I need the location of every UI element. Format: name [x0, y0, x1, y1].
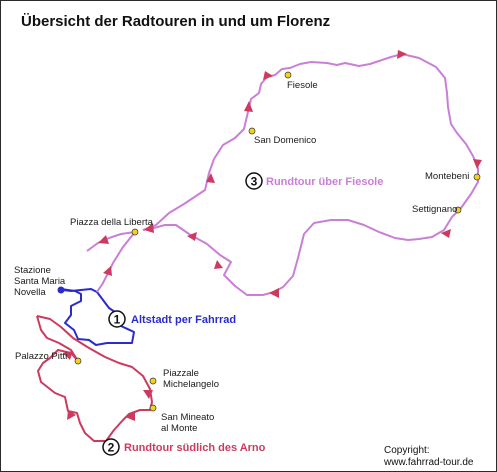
route-1-label: Altstadt per Fahrrad [131, 314, 236, 326]
san-domenico-marker [248, 127, 256, 135]
route-2-badge [102, 438, 120, 456]
arrow-fiesole-8 [214, 260, 223, 269]
route-3-badge [245, 172, 263, 190]
piazza-liberta-marker [131, 228, 139, 236]
arrow-arno-1 [143, 390, 153, 399]
route-1-number: 1 [114, 313, 121, 327]
label-fiesole: Fiesole [287, 80, 318, 91]
arrow-fiesole-4 [397, 50, 407, 59]
arrow-fiesole-12 [103, 266, 112, 276]
arrow-arno-3 [67, 410, 76, 420]
fiesole-marker [284, 71, 292, 79]
route-fiesole-connector [96, 231, 136, 293]
montebeni-marker [473, 173, 481, 181]
label-piazzale-2: Michelangelo [163, 379, 219, 390]
label-stazione-3: Novella [14, 287, 46, 298]
label-stazione-2: Santa Maria [14, 276, 66, 287]
arrow-fiesole-5 [473, 159, 482, 169]
route-fiesole-connector-2 [86, 231, 136, 252]
label-san-domenico: San Domenico [254, 135, 316, 146]
stazione-marker [57, 286, 65, 294]
route-3-label: Rundtour über Fiesole [266, 176, 383, 188]
arrow-fiesole-3 [263, 71, 273, 80]
label-montebeni: Montebeni [425, 171, 469, 182]
palazzo-pitti-marker [74, 357, 82, 365]
piazzale-marker [149, 377, 157, 385]
label-settignano: Settignano [412, 204, 457, 215]
arrow-arno-2 [125, 411, 135, 421]
route-2-label: Rundtour südlich des Arno [124, 442, 266, 454]
label-stazione-1: Stazione [14, 265, 51, 276]
route-1-badge [108, 310, 126, 328]
label-piazza-liberta: Piazza della Liberta [70, 217, 154, 228]
route-2-number: 2 [108, 441, 115, 455]
label-piazzale-1: Piazzale [163, 368, 199, 379]
label-san-mineato-1: San Mineato [161, 412, 214, 423]
copyright-line-2[interactable]: www.fahrrad-tour.de [383, 457, 474, 468]
arrow-fiesole-10 [144, 223, 154, 233]
arrow-fiesole-11 [98, 235, 109, 244]
route-arno-path [36, 315, 153, 442]
map-title: Übersicht der Radtouren in und um Floren… [21, 13, 330, 30]
route-3-number: 3 [251, 175, 258, 189]
arrow-fiesole-7 [269, 288, 279, 298]
arrow-fiesole-2 [244, 101, 253, 112]
copyright-line-1: Copyright: [384, 445, 430, 456]
route-altstadt-path [60, 288, 135, 346]
label-palazzo-pitti: Palazzo Pitti [15, 351, 67, 362]
label-san-mineato-2: al Monte [161, 423, 197, 434]
arrow-arno-4 [63, 351, 73, 360]
settignano-marker [454, 206, 462, 214]
arrow-fiesole-9 [187, 232, 197, 241]
arrow-fiesole-1 [206, 173, 215, 183]
san-mineato-marker [149, 404, 157, 412]
arrow-fiesole-6 [441, 229, 451, 238]
